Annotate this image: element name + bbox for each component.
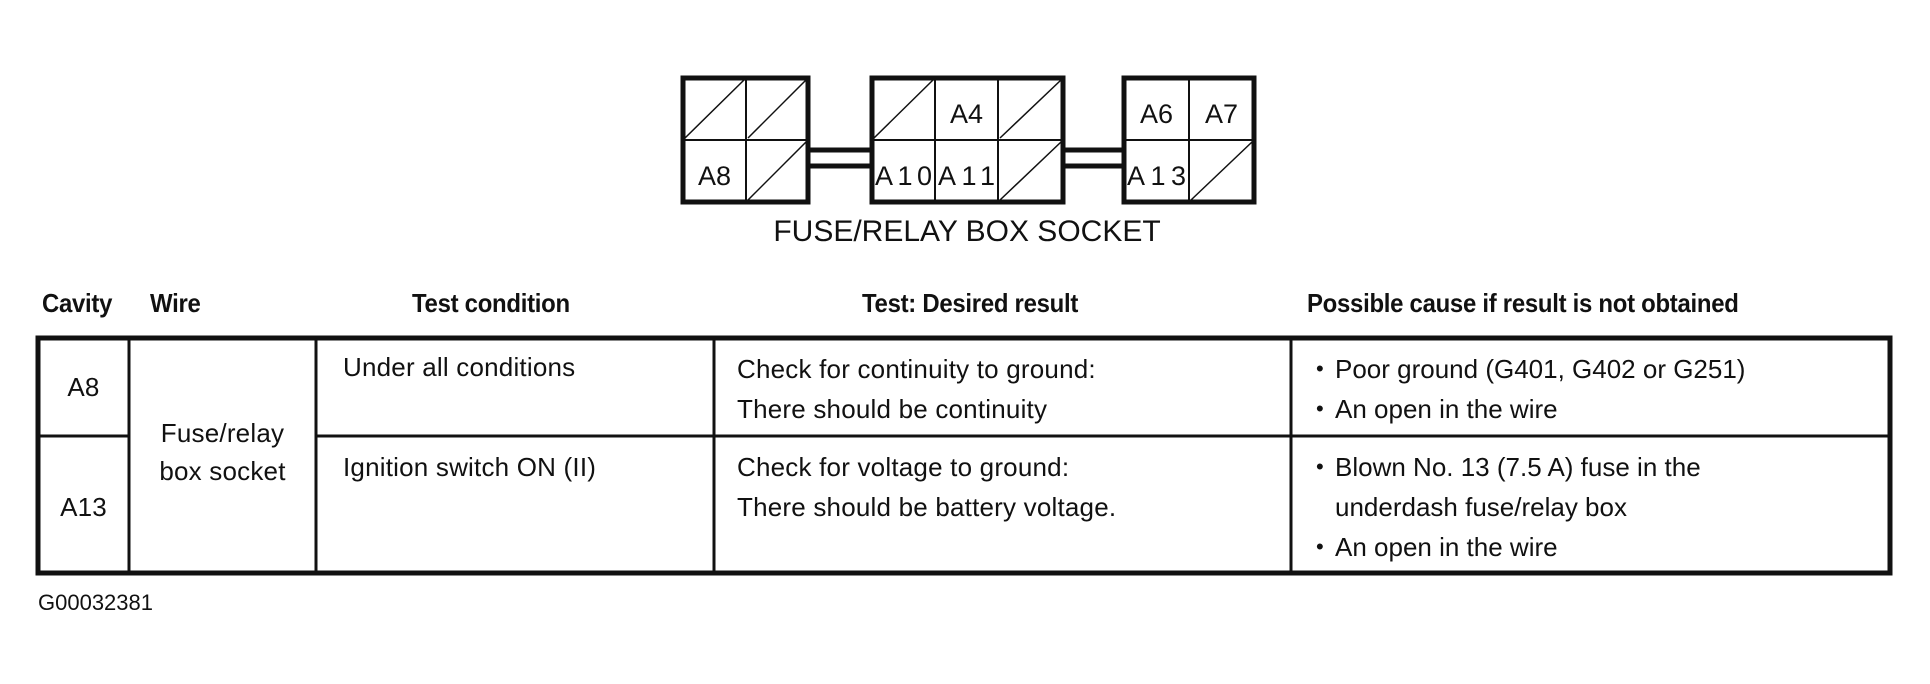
header-wire: Wire [150, 288, 201, 318]
unused-slash-icon [873, 79, 934, 139]
cell-wire: Fuse/relay box socket [129, 414, 316, 490]
unused-slash-icon [684, 79, 745, 139]
cell-cavity: A8 [67, 372, 100, 402]
cell-desired-result-line: Check for continuity to ground: [737, 354, 1096, 384]
cell-test-condition: Ignition switch ON (II) [343, 452, 597, 482]
connector-block-left-block: A8 [680, 75, 811, 205]
connector-outline [680, 75, 811, 205]
cause-text: Blown No. 13 (7.5 A) fuse in the [1335, 452, 1701, 482]
header-test-condition: Test condition [412, 288, 570, 318]
header-possible-cause: Possible cause if result is not obtained [1307, 288, 1739, 318]
unused-slash-icon [999, 141, 1062, 201]
unused-slash-icon [999, 79, 1062, 139]
header-desired-result: Test: Desired result [862, 288, 1079, 318]
unused-slash-icon [747, 79, 807, 139]
cause-text: underdash fuse/relay box [1335, 492, 1627, 522]
bullet-icon: • [1316, 356, 1324, 381]
cell-desired-result-line: Check for voltage to ground: [737, 452, 1070, 482]
bullet-icon: • [1316, 534, 1324, 559]
cavity-label: A6 [1140, 99, 1173, 129]
bullet-icon: • [1316, 396, 1324, 421]
header-cavity: Cavity [42, 288, 113, 318]
wire-line: Fuse/relay [160, 418, 285, 448]
connector-outline [869, 75, 1066, 205]
unused-slash-icon [1190, 141, 1253, 201]
cause-text: An open in the wire [1335, 394, 1558, 424]
cavity-label: A8 [698, 161, 731, 191]
cell-test-condition: Under all conditions [343, 352, 576, 382]
figure-id: G00032381 [38, 590, 153, 615]
cause-text: An open in the wire [1335, 532, 1558, 562]
cavity-label: A4 [950, 99, 983, 129]
diagram-caption: FUSE/RELAY BOX SOCKET [773, 215, 1161, 248]
cell-desired-result-line: There should be battery voltage. [737, 492, 1117, 522]
cavity-label: A10 [875, 161, 932, 191]
cavity-label: A7 [1205, 99, 1238, 129]
cavity-label: A13 [1127, 161, 1186, 191]
table-border [35, 335, 1893, 576]
cell-cavity: A13 [60, 492, 107, 522]
unused-slash-icon [747, 141, 807, 201]
connector-links [808, 147, 1124, 169]
cavity-label: A11 [938, 161, 995, 191]
cell-desired-result-line: There should be continuity [737, 394, 1048, 424]
connector-outline [1121, 75, 1257, 205]
wire-line: box socket [159, 456, 286, 486]
cause-text: Poor ground (G401, G402 or G251) [1335, 354, 1746, 384]
bullet-icon: • [1316, 454, 1324, 479]
